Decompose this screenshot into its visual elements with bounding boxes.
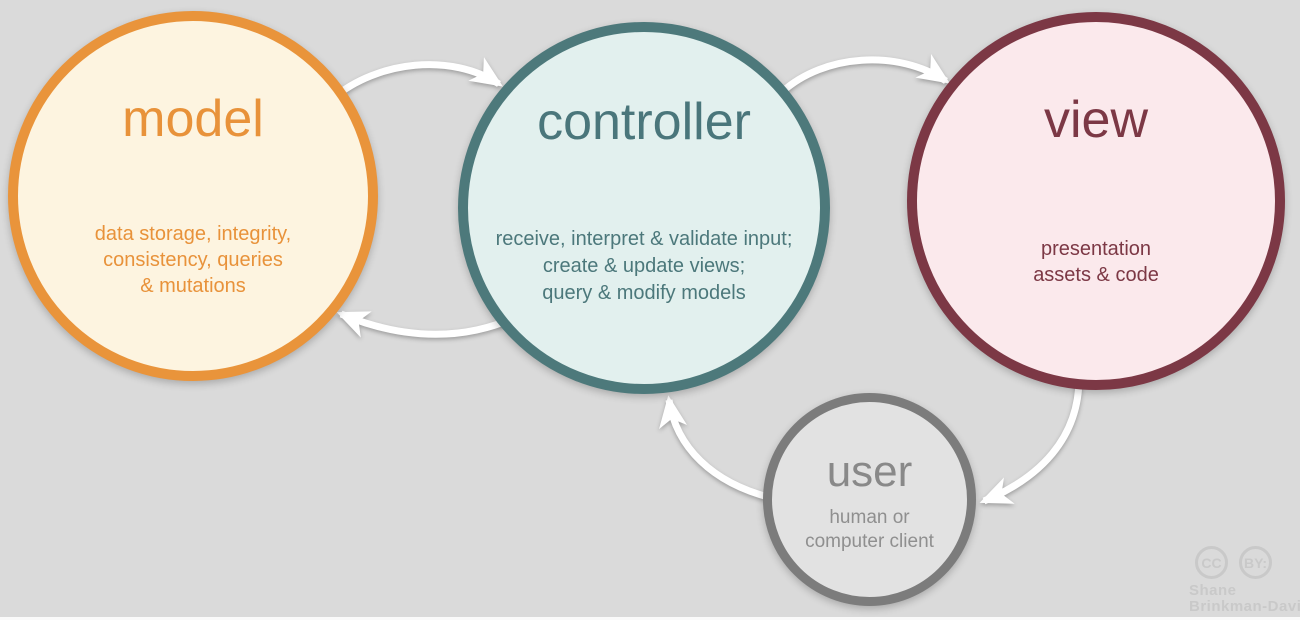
- author-credit: Shane Brinkman-Davis: [1189, 583, 1300, 615]
- license-badges: CC BY:: [1195, 546, 1300, 579]
- attribution: CC BY: Shane Brinkman-Davis: [1189, 546, 1300, 615]
- node-view-body: presentation assets & code: [1033, 238, 1159, 286]
- node-model-label: model: [122, 90, 264, 148]
- node-view-label: view: [1043, 91, 1149, 149]
- node-user-label: user: [826, 447, 913, 496]
- author-line-1: Shane: [1189, 582, 1237, 599]
- arrow-view-to-user: [979, 377, 1083, 505]
- node-controller-body: receive, interpret & validate input; cre…: [495, 228, 793, 304]
- node-view: view presentation assets & code: [907, 12, 1285, 390]
- cc-icon-label: CC: [1201, 554, 1222, 571]
- node-controller: controller receive, interpret & validate…: [458, 22, 830, 394]
- bottom-edge-divider: [0, 617, 1300, 620]
- cc-by-icon-label: BY:: [1243, 554, 1268, 571]
- cc-by-icon: BY:: [1239, 546, 1272, 579]
- node-model-body: data storage, integrity, consistency, qu…: [94, 223, 292, 297]
- node-user-body: human or computer client: [805, 507, 934, 552]
- node-controller-label: controller: [537, 93, 751, 151]
- cc-icon: CC: [1195, 546, 1228, 579]
- node-model: model data storage, integrity, consisten…: [8, 11, 378, 381]
- node-user: user human or computer client: [763, 393, 976, 606]
- arrow-user-to-controller: [659, 395, 773, 502]
- arrow-controller-to-view: [779, 54, 951, 95]
- arrow-model-to-controller: [329, 57, 504, 102]
- author-line-2: Brinkman-Davis: [1189, 598, 1300, 615]
